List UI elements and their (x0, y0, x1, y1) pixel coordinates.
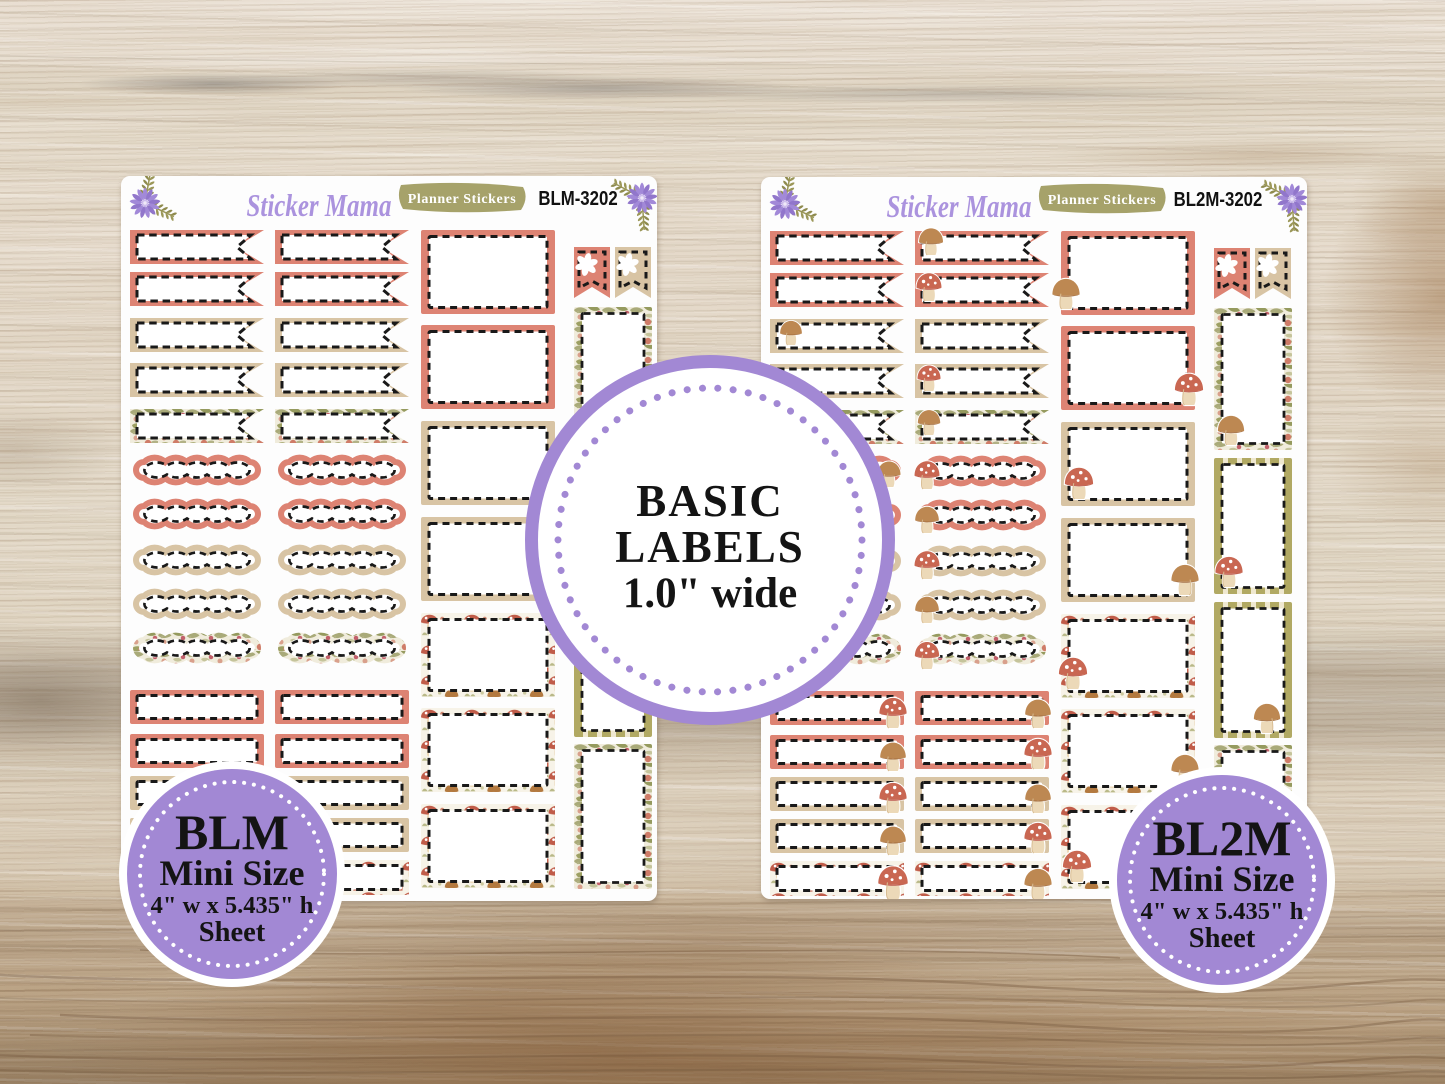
svg-text:Sticker Mama: Sticker Mama (887, 189, 1032, 225)
svg-text:BL2M: BL2M (1153, 810, 1292, 866)
svg-text:Sticker Mama: Sticker Mama (247, 188, 392, 224)
svg-text:LABELS: LABELS (615, 522, 805, 572)
svg-text:BASIC: BASIC (636, 476, 784, 526)
svg-text:BL2M-3202: BL2M-3202 (1174, 187, 1263, 210)
svg-text:1.0" wide: 1.0" wide (623, 570, 797, 617)
svg-text:Planner Stickers: Planner Stickers (408, 192, 517, 207)
svg-text:Sheet: Sheet (1189, 923, 1256, 954)
svg-text:Mini Size: Mini Size (1150, 859, 1295, 899)
svg-text:BLM: BLM (175, 804, 289, 860)
svg-text:4" w x 5.435" h: 4" w x 5.435" h (151, 892, 314, 919)
svg-text:Planner Stickers: Planner Stickers (1048, 193, 1157, 208)
svg-text:Mini Size: Mini Size (160, 853, 305, 893)
svg-text:4" w x 5.435" h: 4" w x 5.435" h (1141, 898, 1304, 925)
svg-text:Sheet: Sheet (199, 917, 266, 948)
svg-text:BLM-3202: BLM-3202 (538, 186, 617, 209)
